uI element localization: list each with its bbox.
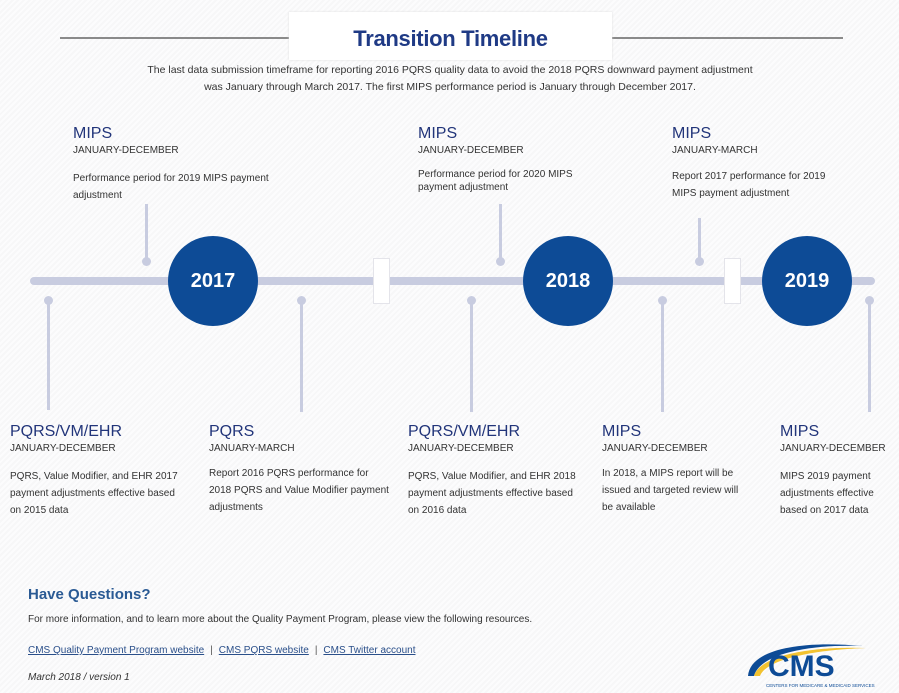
connector bbox=[868, 300, 871, 412]
event-lower: PQRS JANUARY-MARCH Report 2016 PQRS perf… bbox=[209, 422, 389, 516]
svg-text:CENTERS FOR MEDICARE & MEDICAI: CENTERS FOR MEDICARE & MEDICAID SERVICES bbox=[766, 683, 875, 688]
event-period: JANUARY-DECEMBER bbox=[408, 443, 514, 454]
link-qpp-website[interactable]: CMS Quality Payment Program website bbox=[28, 645, 205, 656]
event-desc: Report 2017 performance for 2019 MIPS pa… bbox=[672, 171, 826, 199]
intro-text: The last data submission timeframe for r… bbox=[147, 64, 753, 93]
connector bbox=[145, 204, 148, 262]
cms-logo: CMS CENTERS FOR MEDICARE & MEDICAID SERV… bbox=[748, 644, 875, 688]
questions-text: For more information, and to learn more … bbox=[28, 614, 533, 625]
event-title: PQRS bbox=[209, 423, 255, 440]
resource-links: CMS Quality Payment Program website | CMS … bbox=[28, 645, 416, 656]
event-period: JANUARY-DECEMBER bbox=[780, 443, 886, 454]
link-separator: | bbox=[210, 645, 213, 656]
event-period: JANUARY-DECEMBER bbox=[10, 443, 116, 454]
link-separator: | bbox=[314, 645, 318, 656]
event-title: MIPS bbox=[418, 125, 458, 142]
event-period: JANUARY-MARCH bbox=[209, 443, 295, 454]
event-title: MIPS bbox=[602, 423, 642, 440]
event-title: PQRS/VM/EHR bbox=[10, 423, 123, 440]
event-lower: PQRS/VM/EHR JANUARY-DECEMBER PQRS, Value… bbox=[408, 422, 578, 519]
link-pqrs-website[interactable]: CMS PQRS website bbox=[218, 645, 309, 656]
event-upper: MIPS JANUARY-MARCH Report 2017 performan… bbox=[672, 124, 842, 202]
event-lower: MIPS JANUARY-DECEMBER MIPS 2019 payment … bbox=[780, 422, 895, 519]
questions-heading: Have Questions? bbox=[28, 586, 151, 603]
year-2018-marker: 2018 bbox=[523, 236, 613, 326]
timeline-break bbox=[373, 258, 390, 304]
connector bbox=[300, 300, 303, 412]
timeline-break bbox=[724, 258, 741, 304]
event-period: JANUARY-DECEMBER bbox=[602, 443, 708, 454]
connector bbox=[470, 300, 473, 412]
event-desc: MIPS 2019 payment adjustments effective … bbox=[780, 471, 874, 516]
year-2019-marker: 2019 bbox=[762, 236, 852, 326]
event-desc: PQRS, Value Modifier, and EHR 2018 payme… bbox=[408, 471, 576, 516]
link-twitter-account[interactable]: CMS Twitter account bbox=[323, 645, 416, 656]
connector bbox=[698, 218, 701, 262]
event-desc: Performance period for 2020 MIPS payment… bbox=[418, 169, 573, 193]
connector bbox=[499, 204, 502, 262]
connector bbox=[661, 300, 664, 412]
event-desc: In 2018, a MIPS report will be issued an… bbox=[602, 468, 739, 513]
title-rule-left bbox=[60, 37, 289, 39]
event-desc: Performance period for 2019 MIPS payment… bbox=[73, 173, 269, 201]
event-desc: PQRS, Value Modifier, and EHR 2017 payme… bbox=[10, 471, 178, 516]
connector-dot bbox=[496, 257, 505, 266]
title-rule-right bbox=[612, 37, 843, 39]
connector-dot bbox=[695, 257, 704, 266]
timeline-bar bbox=[30, 277, 875, 285]
event-period: JANUARY-DECEMBER bbox=[73, 145, 179, 156]
event-upper: MIPS JANUARY-DECEMBER Performance period… bbox=[418, 124, 598, 194]
event-lower: MIPS JANUARY-DECEMBER In 2018, a MIPS re… bbox=[602, 422, 742, 516]
connector-dot bbox=[142, 257, 151, 266]
version-footer: March 2018 / version 1 bbox=[28, 672, 130, 683]
event-lower: PQRS/VM/EHR JANUARY-DECEMBER PQRS, Value… bbox=[10, 422, 180, 519]
event-title: PQRS/VM/EHR bbox=[408, 423, 521, 440]
page-title: Transition Timeline bbox=[353, 26, 548, 51]
event-title: MIPS bbox=[73, 125, 113, 142]
event-period: JANUARY-DECEMBER bbox=[418, 145, 524, 156]
event-period: JANUARY-MARCH bbox=[672, 145, 758, 156]
title-box: Transition Timeline bbox=[289, 12, 612, 60]
event-title: MIPS bbox=[780, 423, 820, 440]
year-2017-marker: 2017 bbox=[168, 236, 258, 326]
event-desc: Report 2016 PQRS performance for 2018 PQ… bbox=[209, 468, 389, 513]
event-title: MIPS bbox=[672, 125, 712, 142]
svg-text:CMS: CMS bbox=[768, 650, 835, 683]
event-upper: MIPS JANUARY-DECEMBER Performance period… bbox=[73, 124, 303, 204]
connector bbox=[47, 300, 50, 410]
